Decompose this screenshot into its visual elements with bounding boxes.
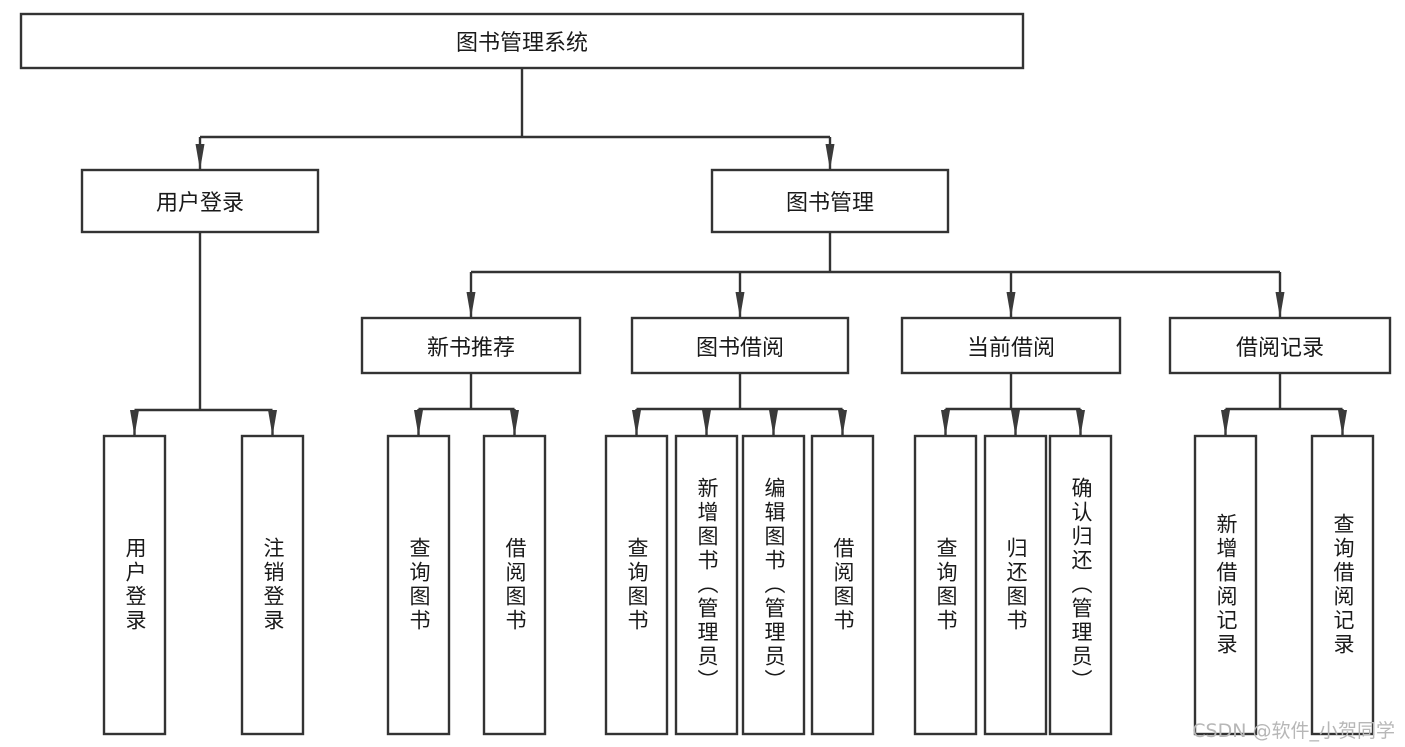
node-box-new-book-rec: [360, 316, 582, 375]
node-box-user-login: [80, 168, 320, 234]
node-box-leaf-query-book-3: [913, 434, 978, 736]
node-box-borrow-record: [1168, 316, 1392, 375]
arrow-head-icon: [268, 410, 277, 436]
node-box-book-manage: [710, 168, 950, 234]
node-box-leaf-confirm-return: [1048, 434, 1113, 736]
arrow-head-icon: [1076, 410, 1085, 436]
node-box-book-borrow: [630, 316, 850, 375]
arrow-head-icon: [466, 292, 476, 318]
node-box-current-borrow: [900, 316, 1122, 375]
arrow-head-icon: [632, 410, 641, 436]
arrow-head-icon: [130, 410, 139, 436]
node-box-root: [19, 12, 1025, 70]
arrow-head-icon: [510, 410, 519, 436]
node-box-leaf-add-record: [1193, 434, 1258, 736]
arrow-head-icon: [838, 410, 847, 436]
edges-layer: [130, 68, 1347, 436]
arrow-head-icon: [1006, 292, 1016, 318]
arrow-head-icon: [941, 410, 950, 436]
node-box-leaf-logout: [240, 434, 305, 736]
node-box-leaf-return-book: [983, 434, 1048, 736]
arrow-head-icon: [1221, 410, 1230, 436]
arrow-head-icon: [195, 144, 205, 170]
node-box-leaf-query-book-2: [604, 434, 669, 736]
arrow-head-icon: [1275, 292, 1285, 318]
node-box-leaf-add-book: [674, 434, 739, 736]
arrow-head-icon: [825, 144, 835, 170]
arrow-head-icon: [1011, 410, 1020, 436]
arrow-head-icon: [735, 292, 745, 318]
arrow-head-icon: [414, 410, 423, 436]
node-box-leaf-query-book-1: [386, 434, 451, 736]
node-box-leaf-borrow-book-2: [810, 434, 875, 736]
boxes-layer: [19, 12, 1392, 736]
node-box-leaf-user-login: [102, 434, 167, 736]
node-box-leaf-edit-book: [741, 434, 806, 736]
arrow-head-icon: [769, 410, 778, 436]
node-box-leaf-query-record: [1310, 434, 1375, 736]
node-box-leaf-borrow-book-1: [482, 434, 547, 736]
arrow-head-icon: [1338, 410, 1347, 436]
arrow-head-icon: [702, 410, 711, 436]
